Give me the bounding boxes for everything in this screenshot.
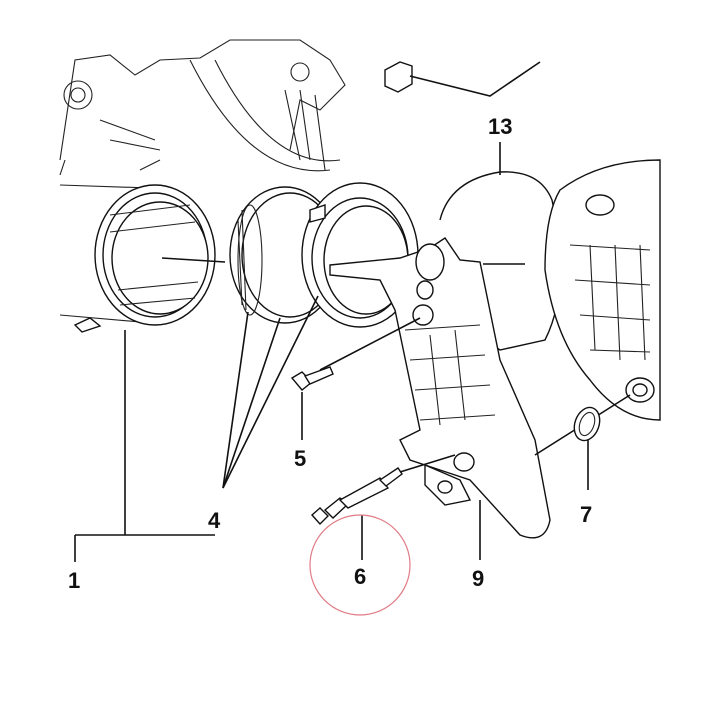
part-6-stud: [311, 454, 456, 526]
part-9-bracket: [329, 237, 631, 539]
callout-13: 13: [488, 114, 512, 139]
part-7-o-ring: [573, 406, 601, 442]
callout-1: 1: [68, 568, 80, 593]
part-5-bolt: [290, 317, 421, 391]
part-1-sleeve: [59, 184, 226, 333]
highlight-circle: [309, 514, 411, 616]
callout-5: 5: [294, 446, 306, 471]
callout-4: 4: [208, 508, 221, 533]
callout-9: 9: [472, 566, 484, 591]
callout-6: 6: [354, 564, 366, 589]
engine-housing-outline: [59, 39, 541, 176]
callout-7: 7: [580, 502, 592, 527]
leader-lines: [74, 295, 589, 562]
part-4-seal-rings: [229, 182, 419, 328]
right-housing: [544, 159, 661, 421]
